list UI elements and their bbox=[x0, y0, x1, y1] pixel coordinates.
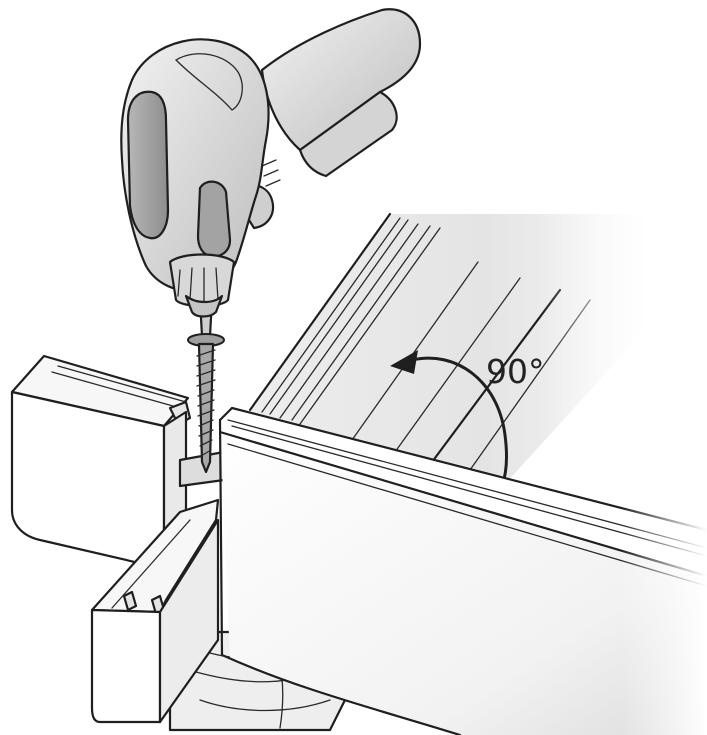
angle-arc bbox=[411, 356, 508, 487]
front-bottom-board bbox=[90, 498, 220, 724]
joist bbox=[248, 200, 650, 500]
wood-screw-icon bbox=[187, 298, 225, 474]
main-deck-board bbox=[218, 406, 707, 735]
curved-arrow-icon bbox=[390, 350, 418, 374]
angle-indicator: 90° bbox=[390, 350, 545, 487]
angle-label: 90° bbox=[486, 352, 545, 391]
cordless-drill-icon bbox=[120, 8, 422, 318]
